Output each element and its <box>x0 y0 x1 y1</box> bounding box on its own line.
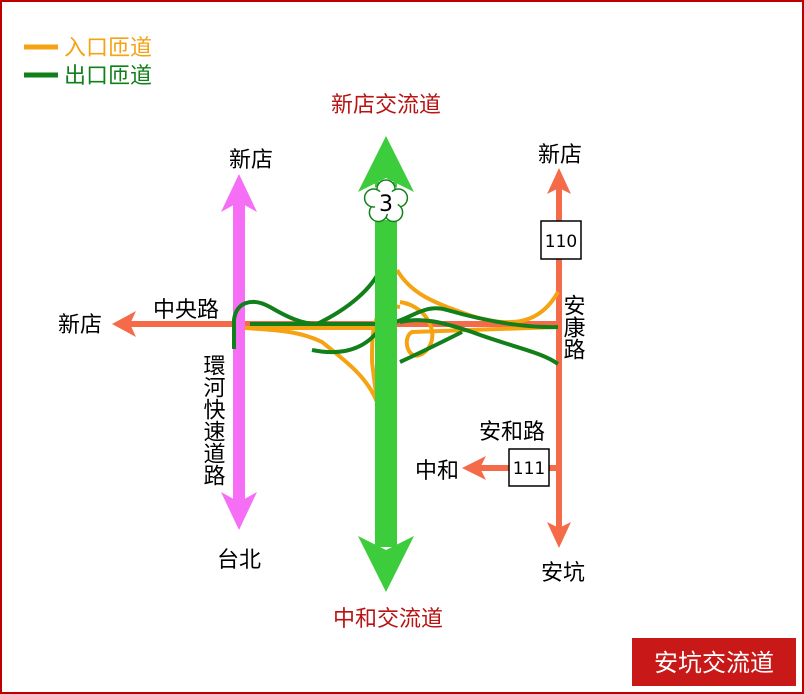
huanhe-expressway <box>221 174 257 530</box>
route-110-sign: 110 <box>540 220 582 260</box>
entrance-ramps <box>244 268 560 403</box>
interchange-north-label: 新店交流道 <box>331 93 441 118</box>
ankang-north-dest: 新店 <box>538 143 582 168</box>
zhongyang-west-dest: 新店 <box>58 313 102 338</box>
route-111-number: 111 <box>513 459 545 479</box>
title-box: 安坑交流道 <box>632 638 796 686</box>
route-111-sign: 111 <box>508 448 550 487</box>
freeway-north-arrowhead <box>358 136 414 192</box>
anhe-west-arrowhead <box>462 456 486 480</box>
interchange-title: 安坑交流道 <box>654 649 774 677</box>
route-110-number: 110 <box>545 232 577 252</box>
anhe-west-dest: 中和 <box>415 459 459 484</box>
interchange-south-label: 中和交流道 <box>333 607 443 632</box>
ankang-north-arrowhead <box>547 168 571 194</box>
freeway-south-arrowhead <box>358 536 414 592</box>
huanhe-road-name: 環河快速道路 <box>200 354 226 486</box>
zhongyang-west-arrowhead <box>112 311 136 337</box>
freeway-number: 3 <box>379 192 393 217</box>
legend-exit-label: 出口匝道 <box>64 64 152 89</box>
huanhe-north-dest: 新店 <box>229 148 273 173</box>
ankang-south-arrowhead <box>547 522 571 548</box>
ankang-road-name: 安康路 <box>560 294 586 360</box>
expressway-north-arrowhead <box>221 174 257 212</box>
huanhe-south-dest: 台北 <box>217 548 261 573</box>
expressway-south-arrowhead <box>221 492 257 530</box>
freeway-no3 <box>358 136 414 592</box>
anhe-road-name: 安和路 <box>479 420 545 445</box>
zhongyang-road-name: 中央路 <box>153 298 219 323</box>
ankang-south-dest: 安坑 <box>541 561 585 586</box>
freeway-shield-icon: 3 <box>363 179 409 223</box>
legend-entrance-label: 入口匝道 <box>64 36 152 61</box>
